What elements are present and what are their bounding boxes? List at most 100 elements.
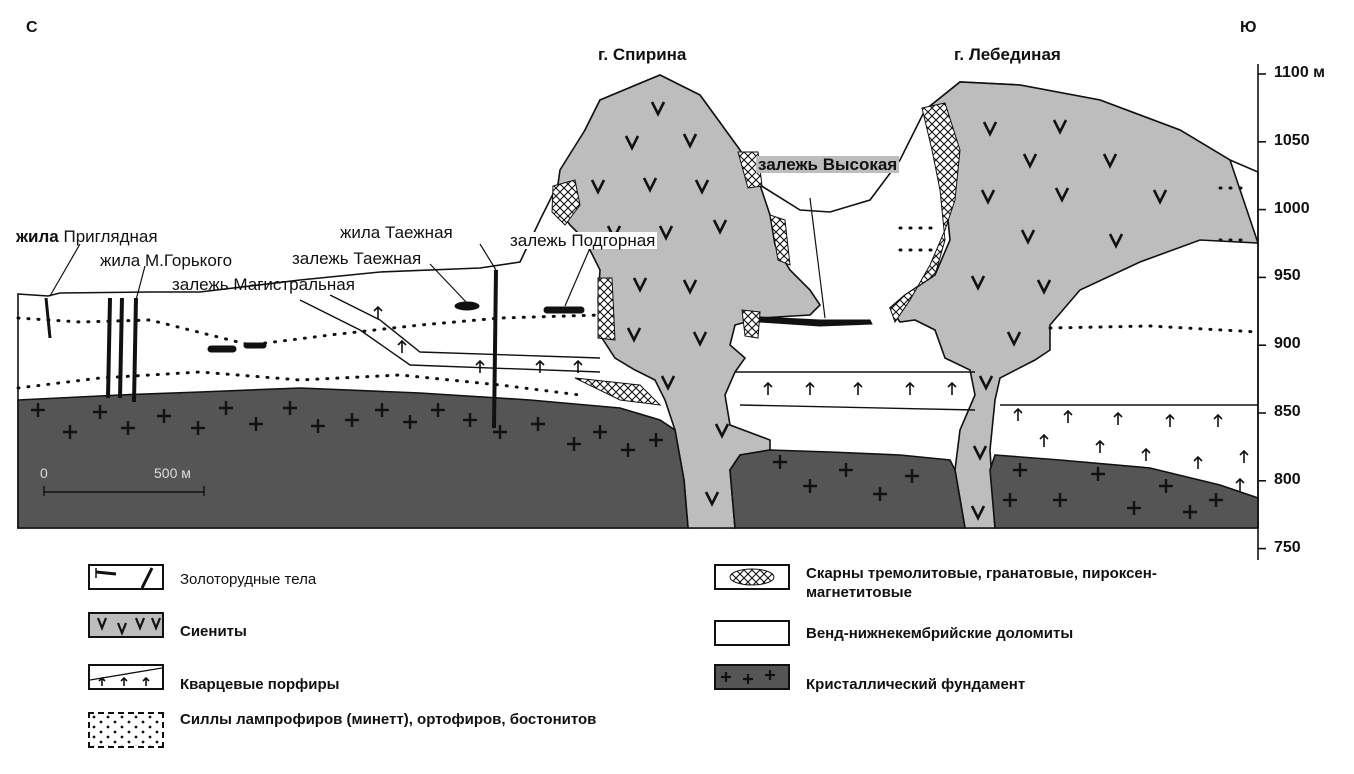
label-deposit-vysokaya: залежь Высокая xyxy=(756,155,900,174)
v-mark xyxy=(970,275,986,291)
plus-mark xyxy=(1127,501,1141,515)
legend-basement-text: Кристаллический фундамент xyxy=(806,676,1026,693)
elevation-tick-label: 800 xyxy=(1274,470,1301,488)
skarn-6 xyxy=(741,309,761,339)
porphyry-middle xyxy=(735,371,976,411)
plus-mark xyxy=(593,425,607,439)
legend-skarn-text: Скарны тремолитовые, гранатовые, пироксе… xyxy=(806,565,1157,601)
plus-mark xyxy=(121,421,135,435)
plus-mark xyxy=(311,419,325,433)
v-mark xyxy=(970,505,986,521)
basement-middle xyxy=(729,449,966,529)
syenite-v-marks xyxy=(590,101,1168,521)
skarn-5 xyxy=(574,377,662,406)
scale-bar-length: 500 м xyxy=(154,465,191,481)
arrow-mark xyxy=(535,359,545,373)
v-mark xyxy=(658,225,674,241)
legend-porphyry-swatch xyxy=(88,664,164,690)
elevation-tick-label: 1100 м xyxy=(1274,64,1325,81)
plus-mark xyxy=(1013,463,1027,477)
arrow-mark xyxy=(1235,477,1245,491)
plus-mark xyxy=(345,413,359,427)
arrow-mark xyxy=(373,305,383,319)
v-mark xyxy=(972,445,988,461)
v-mark xyxy=(978,375,994,391)
sill-patch-right xyxy=(898,186,1252,252)
porphyry-left xyxy=(299,294,601,373)
v-mark xyxy=(682,279,698,295)
skarn-7 xyxy=(889,102,961,324)
label-vein-priglyadnaya: жила Приглядная xyxy=(16,228,158,245)
arrow-mark xyxy=(853,381,863,395)
elevation-tick-label: 900 xyxy=(1274,335,1301,353)
label-vein-priglyadnaya-name: Приглядная xyxy=(63,227,158,246)
plus-mark xyxy=(493,425,507,439)
v-mark xyxy=(1052,119,1068,135)
legend-dolomite-swatch xyxy=(714,620,790,646)
plus-mark xyxy=(1053,493,1067,507)
legend-ore-swatch xyxy=(88,564,164,590)
arrow-mark xyxy=(1239,449,1249,463)
label-vein-priglyadnaya-prefix: жила xyxy=(16,227,59,246)
leader-lines xyxy=(49,197,826,319)
compass-south: Ю xyxy=(1240,19,1257,36)
elevation-axis-ticks xyxy=(1258,73,1266,550)
compass-north: С xyxy=(26,19,38,36)
v-mark xyxy=(982,121,998,137)
legend-basement-swatch xyxy=(714,664,790,690)
plus-mark xyxy=(1183,505,1197,519)
v-mark xyxy=(694,179,710,195)
arrow-mark xyxy=(475,359,485,373)
v-mark xyxy=(682,133,698,149)
label-deposit-podgornaya: залежь Подгорная xyxy=(508,231,658,250)
legend-dolomite-text: Венд-нижнекембрийские доломиты xyxy=(806,625,1074,642)
plus-mark xyxy=(567,437,581,451)
arrow-mark xyxy=(805,381,815,395)
label-deposit-taezhnaya: залежь Таежная xyxy=(292,249,422,268)
legend-sills-text: Силлы лампрофиров (минетт), ортофиров, б… xyxy=(180,711,597,728)
arrow-mark xyxy=(1193,455,1203,469)
plus-mark xyxy=(803,479,817,493)
label-vein-gorkogo: жила М.Горького xyxy=(100,251,233,270)
elevation-tick-label: 850 xyxy=(1274,403,1301,420)
v-mark xyxy=(692,331,708,347)
arrow-mark xyxy=(397,339,407,353)
arrow-mark xyxy=(1141,447,1151,461)
plus-mark xyxy=(283,401,297,415)
plus-mark xyxy=(905,469,919,483)
plus-mark xyxy=(93,405,107,419)
legend-sills-swatch xyxy=(88,712,164,748)
label-deposit-magistralnaya: залежь Магистральная xyxy=(172,275,355,294)
basement xyxy=(17,387,689,529)
plus-mark xyxy=(63,425,77,439)
v-mark xyxy=(1152,189,1168,205)
plus-mark xyxy=(1159,479,1173,493)
plus-mark xyxy=(1003,493,1017,507)
plus-mark xyxy=(31,403,45,417)
peak-lebedinaya-label: г. Лебединая xyxy=(954,45,1061,64)
arrow-mark xyxy=(1095,439,1105,453)
ore-bodies xyxy=(44,269,873,429)
arrow-mark xyxy=(947,381,957,395)
arrow-mark xyxy=(1113,411,1123,425)
v-mark xyxy=(1102,153,1118,169)
skarn-1 xyxy=(551,179,581,226)
v-mark xyxy=(642,177,658,193)
arrow-mark xyxy=(1013,407,1023,421)
v-mark xyxy=(714,423,730,439)
plus-mark xyxy=(157,409,171,423)
plus-mark xyxy=(191,421,205,435)
plus-mark xyxy=(649,433,663,447)
v-mark xyxy=(1020,229,1036,245)
plus-mark xyxy=(463,413,477,427)
legend-syenite-text: Сиениты xyxy=(180,623,247,640)
arrow-mark xyxy=(763,381,773,395)
v-mark xyxy=(626,327,642,343)
v-mark xyxy=(712,219,728,235)
porphyry-arrow-marks xyxy=(373,305,1249,491)
plus-mark xyxy=(375,403,389,417)
arrow-mark xyxy=(1039,433,1049,447)
plus-mark xyxy=(839,463,853,477)
scale-bar-zero: 0 xyxy=(40,465,48,481)
